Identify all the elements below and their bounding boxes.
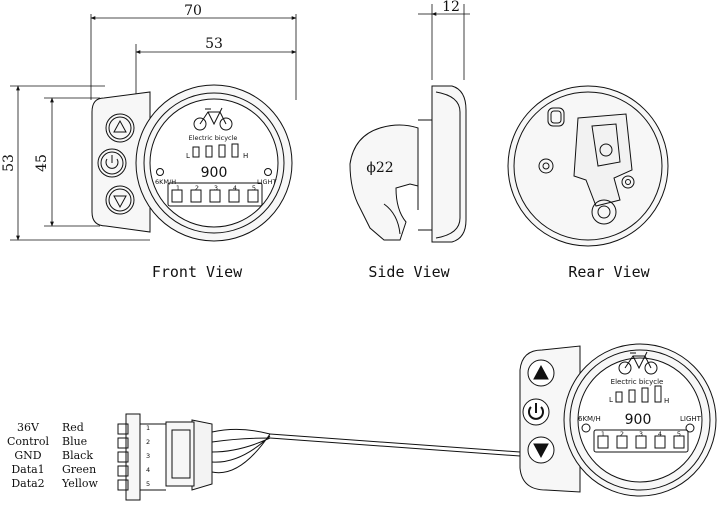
front-speed-value: 900 [201, 165, 228, 181]
dim-width-face: 53 [205, 36, 223, 52]
front-light-label: LIGHT [257, 178, 276, 186]
side-clamp-diameter: ϕ22 [366, 160, 393, 176]
assembled-assist-label: 2 [620, 430, 624, 438]
assembled-display [519, 343, 717, 497]
wire-color: Blue [62, 435, 87, 448]
assembled-speed-value: 900 [625, 412, 652, 428]
wire-color: Yellow [61, 477, 98, 490]
connector-pin-number: 3 [146, 452, 150, 460]
assembled-speed-unit: 6KM/H [578, 415, 601, 423]
wire-signal: Control [7, 435, 49, 448]
front-view [91, 84, 293, 242]
rear-view [507, 85, 669, 247]
assembled-low-label: L [609, 396, 613, 404]
dim-side-depth: 12 [442, 0, 460, 15]
rear-view-caption: Rear View [568, 263, 650, 281]
wire-color: Red [62, 421, 84, 434]
side-view-caption: Side View [368, 263, 450, 281]
connector-pin-number: 2 [146, 438, 150, 446]
front-brand-text: Electric bicycle [189, 134, 238, 142]
wire-signal: GND [14, 449, 41, 462]
assembled-assist-level-labels: 1 2 3 4 5 [601, 430, 681, 438]
dim-width-total: 70 [184, 3, 202, 19]
front-assist-label: 1 [176, 184, 180, 192]
wire-color: Black [62, 449, 93, 462]
assembled-assist-label: 1 [601, 430, 605, 438]
assembled-assist-label: 3 [639, 430, 643, 438]
wire-signal: 36V [17, 421, 40, 434]
front-view-caption: Front View [152, 263, 243, 281]
connector-pin-numbers: 1 2 3 4 5 [146, 424, 150, 488]
cable [211, 428, 521, 474]
dimension-lines [10, 4, 470, 241]
assembled-assist-label: 4 [658, 430, 662, 438]
front-assist-label: 2 [195, 184, 199, 192]
front-assist-label: 5 [252, 184, 256, 192]
connector-pin-number: 4 [146, 466, 150, 474]
wiring-legend: 36V Red Control Blue GND Black Data1 Gre… [7, 421, 98, 490]
wire-signal: Data1 [11, 463, 44, 476]
connector-pin-number: 5 [146, 480, 150, 488]
assembled-high-label: H [664, 397, 669, 405]
front-assist-label: 3 [214, 184, 218, 192]
assembled-light-label: LIGHT [680, 415, 702, 423]
front-assist-label: 4 [233, 184, 237, 192]
front-assist-level-labels: 1 2 3 4 5 [176, 184, 256, 192]
side-view [349, 85, 467, 243]
female-connector [117, 413, 166, 501]
front-low-label: L [186, 152, 190, 160]
assembled-assist-label: 5 [677, 430, 681, 438]
assembled-brand-text: Electric bicycle [611, 378, 664, 386]
male-connector [165, 419, 213, 491]
dim-height-total: 53 [1, 154, 17, 172]
connector-pin-number: 1 [146, 424, 150, 432]
dim-height-face: 45 [34, 154, 50, 172]
front-speed-unit: 6KM/H [155, 178, 176, 186]
front-high-label: H [243, 152, 248, 160]
wire-signal: Data2 [11, 477, 44, 490]
wire-color: Green [62, 463, 96, 476]
